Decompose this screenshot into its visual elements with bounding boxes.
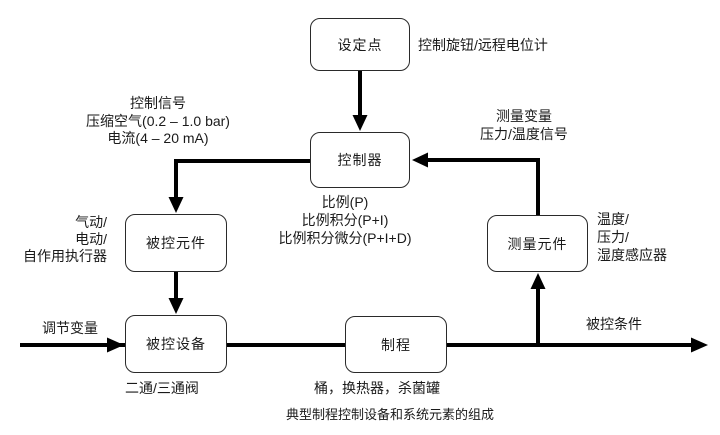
node-controller: 控制器 [310,132,410,188]
node-process-label: 制程 [381,336,411,353]
node-controlled-device: 被控设备 [125,315,227,373]
annotation-measured-variable-line2: 压力/温度信号 [480,126,568,142]
node-measuring-element: 测量元件 [487,215,588,272]
annotation-controlled-condition: 被控条件 [586,316,642,332]
arrow-controller-to-final-element [168,159,310,213]
annotation-sensor-types-line3: 湿度感应器 [597,247,667,263]
diagram-caption: 典型制程控制设备和系统元素的组成 [285,407,494,422]
arrow-measuring-element-to-controller [412,152,540,215]
annotation-control-signal-line1: 控制信号 [130,95,186,111]
annotation-process-examples: 桶，换热器，杀菌罐 [314,380,440,396]
annotation-actuator-types-line2: 电动/ [75,231,107,247]
arrow-setpoint-to-controller [352,71,368,131]
annotation-actuator-types-line1: 气动/ [75,214,107,230]
annotation-control-modes-line1: 比例(P) [321,194,369,210]
annotation-sensor-types-line1: 温度/ [597,211,629,227]
arrow-flowline-to-measuring-element [530,273,546,347]
node-setpoint: 设定点 [310,18,410,71]
annotation-sensor-types: 温度/ 压力/ 湿度感应器 [597,210,667,264]
annotation-actuator-types-line3: 自作用执行器 [23,248,107,264]
annotation-sensor-types-line2: 压力/ [597,229,629,245]
arrow-final-element-to-device [168,272,184,314]
annotation-control-signal-line3: 电流(4 – 20 mA) [107,130,209,146]
annotation-manipulated-variable: 调节变量 [42,320,98,336]
annotation-valve-note: 二通/三通阀 [125,380,199,396]
annotation-control-signal-line2: 压缩空气(0.2 – 1.0 bar) [86,112,230,129]
node-setpoint-label: 设定点 [337,36,383,53]
annotation-control-modes-line3: 比例积分微分(P+I+D) [278,230,412,246]
annotation-actuator-types: 气动/ 电动/ 自作用执行器 [10,214,107,265]
node-controller-label: 控制器 [337,152,383,168]
annotation-setpoint-note: 控制旋钮/远程电位计 [418,37,548,53]
annotation-measured-variable: 测量变量 压力/温度信号 [454,107,594,143]
node-final-element-label: 被控元件 [146,235,206,251]
annotation-control-modes-line2: 比例积分(P+I) [301,212,389,228]
annotation-control-signal: 控制信号 压缩空气(0.2 – 1.0 bar) 电流(4 – 20 mA) [83,95,233,148]
annotation-measured-variable-line1: 测量变量 [496,108,552,124]
node-final-element: 被控元件 [125,214,227,272]
node-controlled-device-label: 被控设备 [146,336,206,352]
node-process: 制程 [345,316,447,373]
annotation-control-modes: 比例(P) 比例积分(P+I) 比例积分微分(P+I+D) [270,193,420,247]
node-measuring-element-label: 测量元件 [507,235,568,252]
